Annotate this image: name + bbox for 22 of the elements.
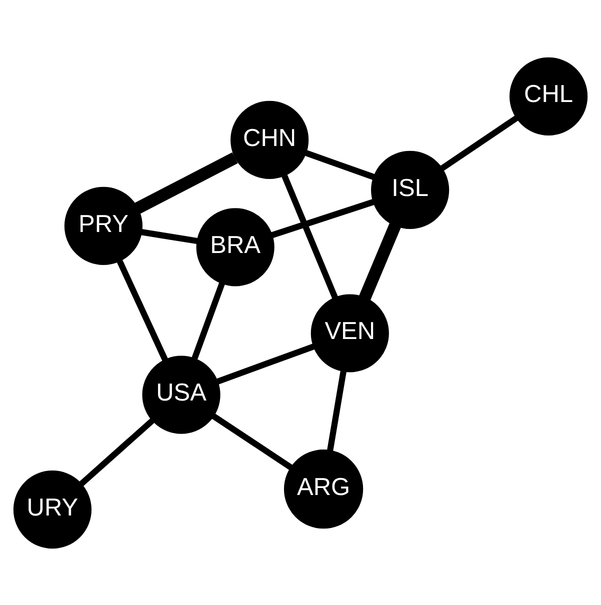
node-circle: BRA [196, 208, 274, 286]
node-circle: PRY [64, 186, 143, 264]
connector [141, 228, 198, 244]
connector [359, 222, 401, 300]
node-circle: VEN [310, 294, 389, 372]
node-circle: CHL [510, 56, 588, 135]
connector [305, 150, 375, 180]
node-circle: URY [13, 470, 92, 548]
connector [212, 413, 294, 470]
node-circle: CHN [230, 100, 309, 178]
connector [282, 174, 338, 298]
connector [134, 152, 238, 214]
connector [192, 282, 225, 359]
node-circle: ARG [284, 449, 364, 528]
connector [216, 343, 315, 384]
connector [440, 114, 518, 170]
connector [326, 370, 346, 451]
connector [271, 198, 374, 238]
connector [116, 259, 168, 361]
connector [79, 418, 154, 486]
node-circle: USA [142, 355, 220, 434]
node-circle: ISL [371, 150, 450, 228]
